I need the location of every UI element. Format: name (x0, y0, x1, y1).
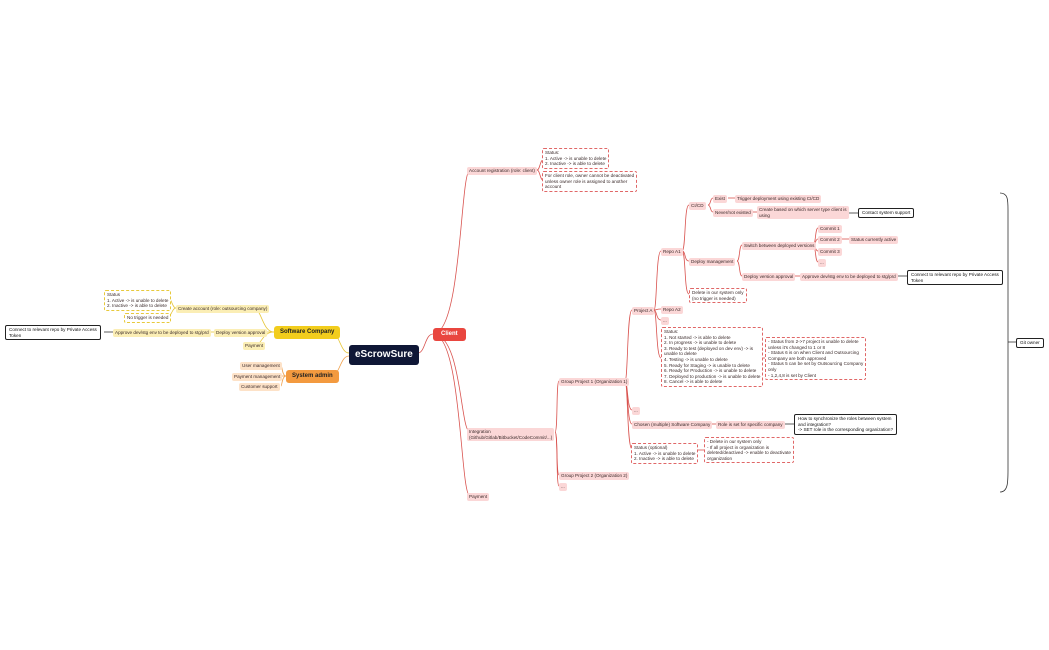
contact-support-node[interactable]: Contact system support (858, 208, 915, 218)
system-admin-node[interactable]: System admin (286, 370, 339, 383)
status-active-node[interactable]: Status currently active (849, 236, 899, 244)
commit-3-node[interactable]: Commit 3 (818, 248, 842, 256)
git-owner-node[interactable]: Git owner (1016, 338, 1044, 348)
company-payment-node[interactable]: Payment (243, 342, 266, 350)
company-status-node[interactable]: Status 1. Active -> is unable to delete … (104, 290, 172, 311)
customer-support-node[interactable]: Customer support (239, 383, 280, 391)
company-deploy-approval-node[interactable]: Deploy version approval (214, 329, 268, 337)
project-ellipsis-node[interactable]: ... (632, 407, 640, 415)
group-project-2-node[interactable]: Group Project 2 (Organization 2) (559, 472, 630, 480)
payment-management-node[interactable]: Payment management (232, 373, 283, 381)
software-company-node[interactable]: Software Company (274, 326, 341, 339)
project-a-node[interactable]: Project A (632, 307, 655, 315)
sync-question-node[interactable]: How to synchronize the roles between sys… (794, 414, 898, 435)
commit-2-node[interactable]: Commit 2 (818, 236, 842, 244)
company-connect-pat-node[interactable]: Connect to relevant repo by Private Acce… (5, 325, 101, 341)
group-status-note-node[interactable]: - Delete in our system only - If all pro… (704, 437, 794, 464)
role-set-node[interactable]: Role is set for specific company (716, 421, 785, 429)
exist-note-node[interactable]: Trigger deployment using existing CI/CD (735, 195, 822, 203)
commit-ellipsis-node[interactable]: ... (818, 259, 826, 267)
client-node[interactable]: Client (433, 328, 466, 341)
project-status-node[interactable]: Status: 1. Not started -> is able to del… (661, 327, 764, 387)
account-owner-note-node[interactable]: For client role, owner cannot be deactiv… (542, 171, 638, 192)
group-status-node[interactable]: Status (optional) 1. Active -> is unable… (631, 443, 699, 464)
repo-ellipsis-node[interactable]: ... (661, 317, 669, 325)
approve-note-node[interactable]: Approve dev/stg env to be deployed to st… (800, 273, 898, 281)
never-existed-node[interactable]: Never/not existed (713, 209, 753, 217)
repo-a2-node[interactable]: Repo A2 (661, 306, 683, 314)
integration-node[interactable]: Integration (Github/Gitlab/Bitbucket/Cod… (467, 428, 555, 442)
user-management-node[interactable]: User management (240, 362, 282, 370)
deploy-approval-node[interactable]: Deploy version approval (742, 273, 796, 281)
company-approve-note-node[interactable]: Approve dev/stg env to be deployed to st… (113, 329, 211, 337)
switch-versions-node[interactable]: Switch between deployed versions (742, 242, 817, 250)
group-ellipsis-node[interactable]: ... (559, 483, 567, 491)
root-node[interactable]: eScrowSure (349, 345, 419, 365)
account-registration-node[interactable]: Account registration (role: client) (467, 167, 537, 175)
commit-1-node[interactable]: Commit 1 (818, 225, 842, 233)
client-payment-node[interactable]: Payment (467, 493, 490, 501)
no-trigger-node[interactable]: No trigger is needed (124, 313, 172, 323)
account-status-node[interactable]: Status: 1. Active -> is unable to delete… (542, 148, 610, 169)
connect-pat-node[interactable]: Connect to relevant repo by Private Acce… (907, 270, 1003, 286)
never-existed-note-node[interactable]: Create based on which server type client… (757, 206, 849, 220)
group-project-1-node[interactable]: Group Project 1 (Organization 1) (559, 378, 630, 386)
project-status-note-node[interactable]: - Status from 2->7 project is unable to … (765, 337, 867, 381)
cicd-node[interactable]: CI/CD (689, 202, 706, 210)
chosen-company-node[interactable]: Chosen (multiple) Software Company (632, 421, 713, 429)
create-account-node[interactable]: Create account (role: outsourcing compan… (176, 305, 270, 313)
repo-a1-node[interactable]: Repo A1 (661, 248, 683, 256)
deploy-management-node[interactable]: Deploy management (689, 258, 736, 266)
exist-node[interactable]: Exist (713, 195, 727, 203)
repo-delete-note-node[interactable]: Delete in our system only (no trigger is… (689, 288, 747, 304)
